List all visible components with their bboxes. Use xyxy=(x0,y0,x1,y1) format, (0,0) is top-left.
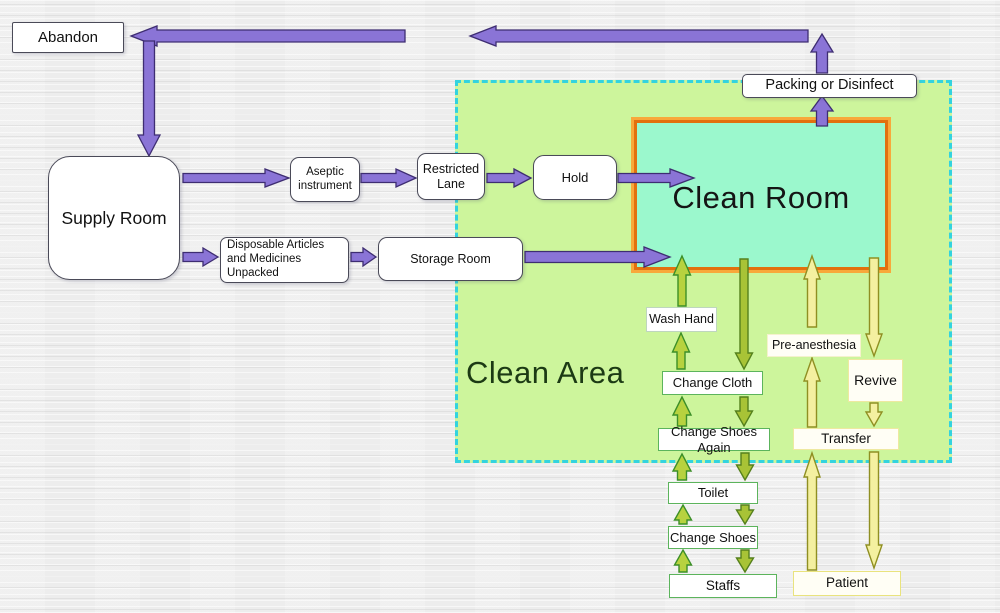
flow-arrow-lane-to-supply xyxy=(136,40,162,158)
revive-box: Revive xyxy=(848,359,903,402)
flow-arrow-supply-to-aseptic xyxy=(182,168,291,188)
packing-or-disinfect-box: Packing or Disinfect xyxy=(742,74,917,98)
pre-anesthesia-box: Pre-anesthesia xyxy=(767,334,861,357)
clean-area-label: Clean Area xyxy=(466,355,625,390)
staffs-box: Staffs xyxy=(669,574,777,598)
transfer-box: Transfer xyxy=(793,428,899,450)
restricted-lane-box: Restricted Lane xyxy=(417,153,485,200)
wash-hand-box: Wash Hand xyxy=(646,307,717,332)
flow-arrow-transfer-to-patient xyxy=(865,451,883,571)
change-shoes-box: Change Shoes xyxy=(668,526,758,549)
abandon-box: Abandon xyxy=(12,22,124,53)
patient-box: Patient xyxy=(793,571,901,596)
change-shoes-again-box: Change Shoes Again xyxy=(658,424,770,455)
toilet-box: Toilet xyxy=(668,482,758,504)
flow-arrow-changeshoes-to-staffs xyxy=(735,549,755,574)
hold-box: Hold xyxy=(533,155,617,200)
flow-arrow-staffs-to-changeshoes xyxy=(673,548,693,573)
aseptic-instrument-box: Aseptic instrument xyxy=(290,157,360,202)
flow-arrow-packing-lane-left xyxy=(468,25,809,47)
flow-arrow-aseptic-to-restricted xyxy=(360,167,418,189)
flow-arrow-lane-to-abandon xyxy=(129,25,406,47)
flow-arrow-disposable-to-storage xyxy=(350,246,378,268)
change-cloth-box: Change Cloth xyxy=(662,371,763,395)
flow-arrow-supply-to-disposable xyxy=(182,246,220,268)
flow-arrow-patient-to-transfer xyxy=(803,450,821,571)
flow-arrow-toilet-to-changeshoes xyxy=(735,504,755,526)
supply-room-box: Supply Room xyxy=(48,156,180,280)
disposable-articles-box: Disposable Articles and Medicines Unpack… xyxy=(220,237,349,283)
flow-arrow-packing-to-lane xyxy=(809,32,835,74)
clean-room-label: Clean Room xyxy=(672,180,850,215)
storage-room-box: Storage Room xyxy=(378,237,523,281)
clean-room-box: Clean Room xyxy=(631,117,891,273)
flow-arrow-changeshoes-to-toilet xyxy=(673,503,693,525)
